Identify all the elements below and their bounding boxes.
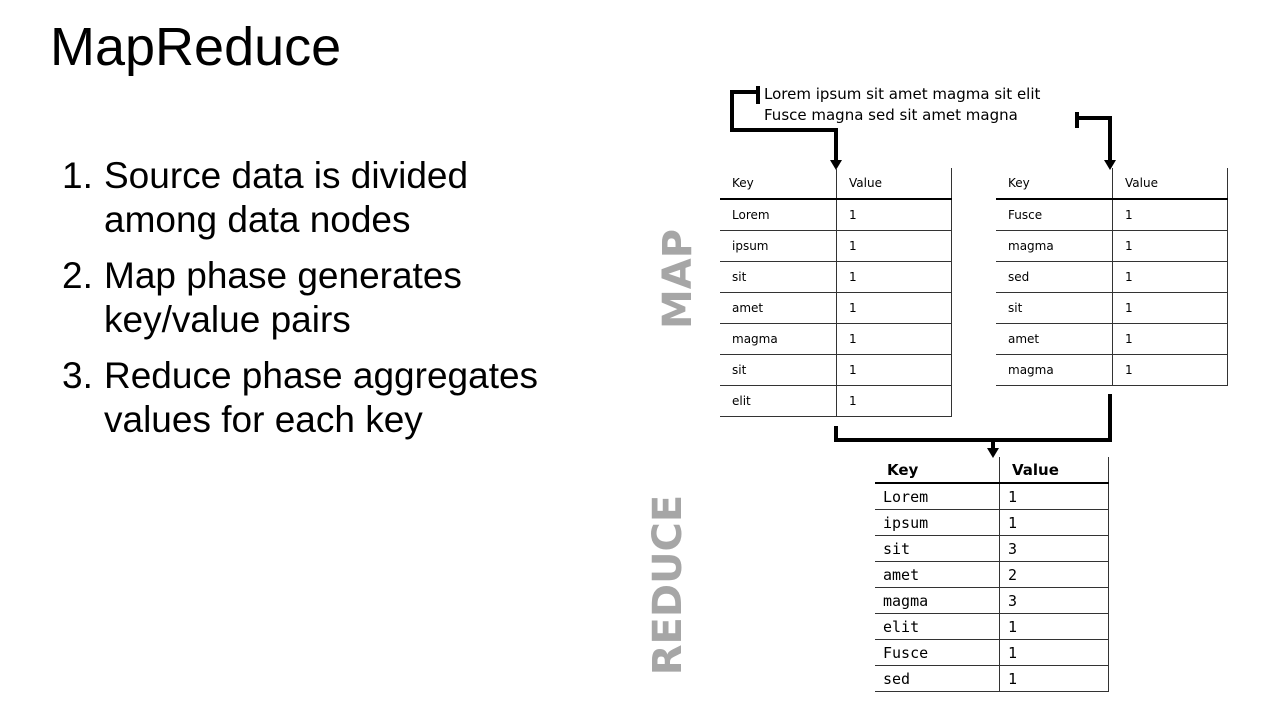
header-value: Value bbox=[836, 168, 952, 200]
cell-key: sit bbox=[875, 535, 1000, 562]
step-item: 1. Source data is divided among data nod… bbox=[62, 154, 542, 242]
cell-value: 1 bbox=[836, 292, 952, 324]
table-header-row: Key Value bbox=[996, 168, 1228, 200]
cell-value: 1 bbox=[999, 639, 1109, 666]
cell-key: Fusce bbox=[996, 199, 1113, 231]
header-value: Value bbox=[999, 457, 1109, 484]
cell-key: elit bbox=[875, 613, 1000, 640]
cell-value: 1 bbox=[836, 230, 952, 262]
step-text: Map phase generates key/value pairs bbox=[104, 255, 462, 340]
cell-value: 1 bbox=[999, 613, 1109, 640]
source-line-1: Lorem ipsum sit amet magma sit elit bbox=[764, 85, 1041, 103]
cell-value: 1 bbox=[1112, 292, 1228, 324]
cell-key: sed bbox=[996, 261, 1113, 293]
header-key: Key bbox=[875, 457, 1000, 484]
cell-value: 1 bbox=[999, 483, 1109, 510]
source-text: Lorem ipsum sit amet magma sit elit Fusc… bbox=[764, 84, 1040, 126]
step-item: 2. Map phase generates key/value pairs bbox=[62, 254, 542, 342]
header-value: Value bbox=[1112, 168, 1228, 200]
cell-key: sit bbox=[720, 261, 837, 293]
cell-key: Fusce bbox=[875, 639, 1000, 666]
step-number: 1. bbox=[62, 155, 93, 196]
arrow-source-to-map2 bbox=[1078, 116, 1112, 162]
cell-value: 1 bbox=[836, 261, 952, 293]
cell-value: 1 bbox=[1112, 199, 1228, 231]
cell-value: 1 bbox=[999, 665, 1109, 692]
cell-value: 1 bbox=[836, 385, 952, 417]
cell-key: ipsum bbox=[875, 509, 1000, 536]
slide-title: MapReduce bbox=[50, 17, 342, 77]
cell-key: amet bbox=[720, 292, 837, 324]
arrowhead-reduce bbox=[987, 448, 999, 458]
cell-value: 1 bbox=[836, 323, 952, 355]
source-line-2: Fusce magna sed sit amet magna bbox=[764, 106, 1018, 124]
cell-key: sit bbox=[720, 354, 837, 386]
step-item: 3. Reduce phase aggregates values for ea… bbox=[62, 354, 542, 442]
cell-value: 1 bbox=[999, 509, 1109, 536]
cell-key: amet bbox=[875, 561, 1000, 588]
cell-value: 1 bbox=[1112, 230, 1228, 262]
cell-key: ipsum bbox=[720, 230, 837, 262]
header-key: Key bbox=[996, 168, 1113, 200]
table-header-row: Key Value bbox=[875, 457, 1109, 484]
cell-value: 1 bbox=[1112, 261, 1228, 293]
step-number: 3. bbox=[62, 355, 93, 396]
arrow-map2-to-reduce bbox=[993, 394, 1112, 442]
arrowhead-map2 bbox=[1104, 160, 1116, 170]
cell-key: sit bbox=[996, 292, 1113, 324]
cell-value: 1 bbox=[1112, 323, 1228, 355]
arrow-map1-to-reduce bbox=[834, 426, 995, 450]
cell-value: 3 bbox=[999, 587, 1109, 614]
cell-key: magma bbox=[996, 354, 1113, 386]
cell-value: 1 bbox=[1112, 354, 1228, 386]
arrowhead-map1 bbox=[830, 160, 842, 170]
header-key: Key bbox=[720, 168, 837, 200]
cell-value: 3 bbox=[999, 535, 1109, 562]
cell-key: sed bbox=[875, 665, 1000, 692]
cell-key: magma bbox=[720, 323, 837, 355]
cell-key: magma bbox=[996, 230, 1113, 262]
cell-key: magma bbox=[875, 587, 1000, 614]
step-text: Source data is divided among data nodes bbox=[104, 155, 469, 240]
cell-value: 1 bbox=[836, 199, 952, 231]
arrow-source-to-map1 bbox=[730, 90, 838, 162]
steps-list: 1. Source data is divided among data nod… bbox=[62, 154, 542, 454]
table-header-row: Key Value bbox=[720, 168, 952, 200]
cell-key: amet bbox=[996, 323, 1113, 355]
cell-key: Lorem bbox=[875, 483, 1000, 510]
cell-value: 1 bbox=[836, 354, 952, 386]
cell-value: 2 bbox=[999, 561, 1109, 588]
step-text: Reduce phase aggregates values for each … bbox=[104, 355, 539, 440]
cell-key: elit bbox=[720, 385, 837, 417]
step-number: 2. bbox=[62, 255, 93, 296]
cell-key: Lorem bbox=[720, 199, 837, 231]
